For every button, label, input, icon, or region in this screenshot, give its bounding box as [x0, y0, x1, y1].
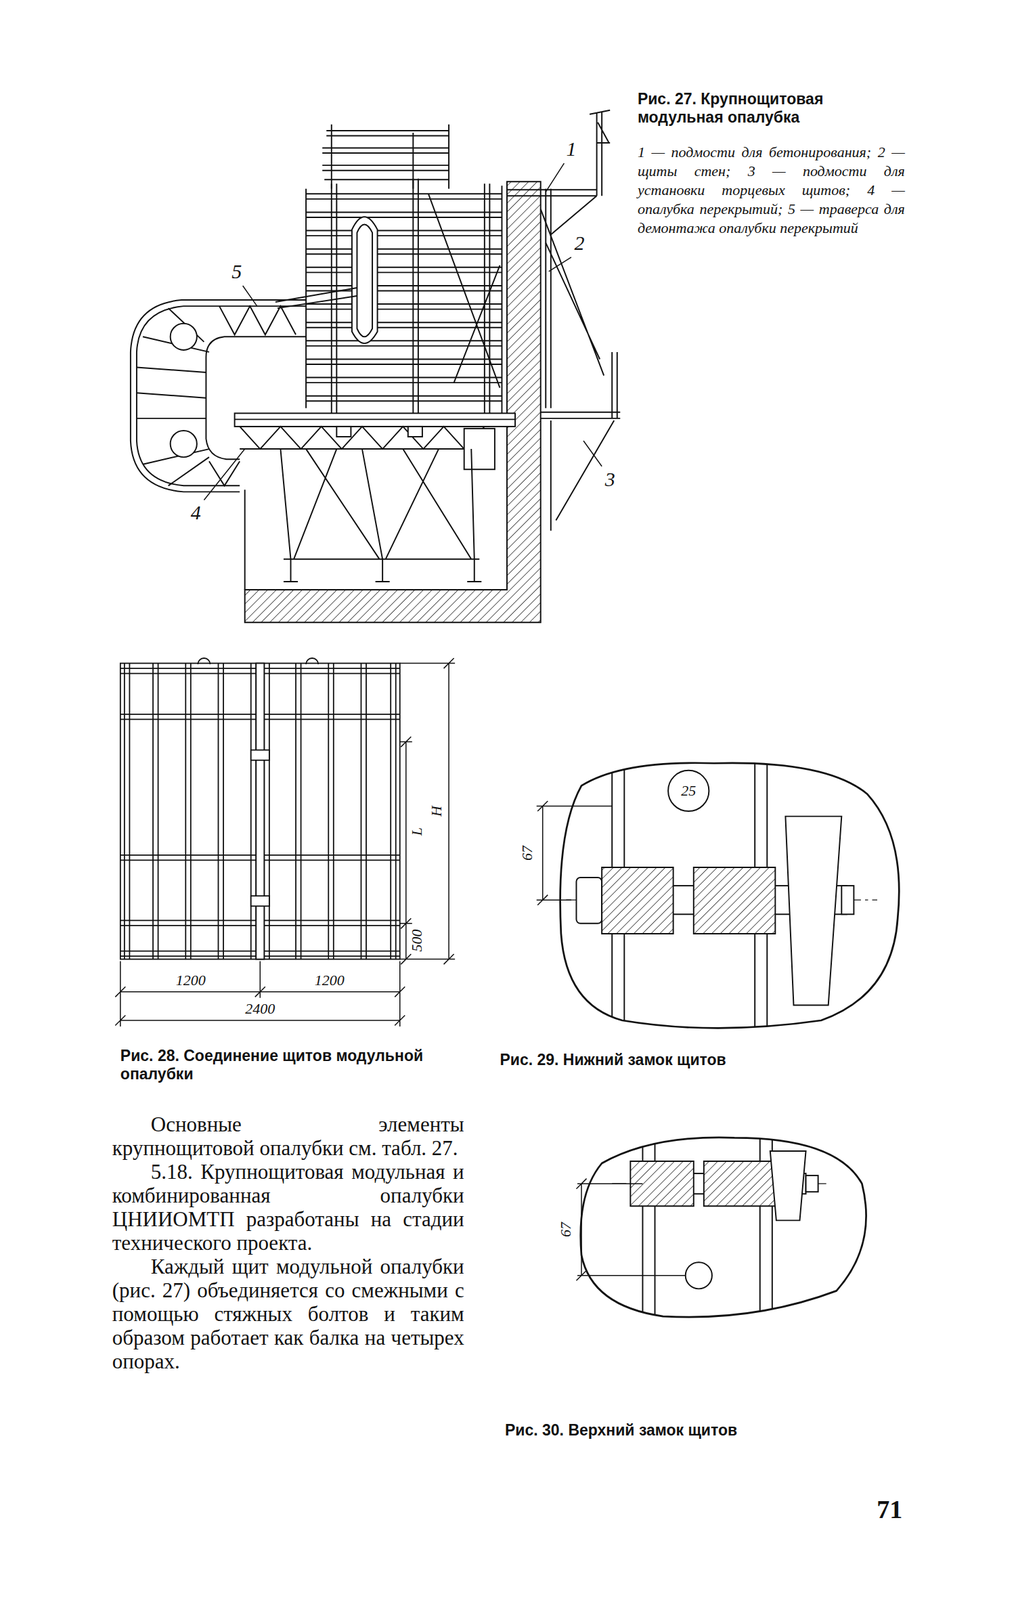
dimension-label: H — [427, 804, 446, 818]
figure-caption: Рис. 27. Крупнощитовая модульная опалубк… — [637, 90, 905, 127]
dimension-label: L — [408, 825, 426, 837]
body-paragraph: Каждый щит модульной опалубки (рис. 27) … — [112, 1254, 465, 1373]
dimension-label: 25 — [680, 781, 696, 800]
dimension-label: 67 — [557, 1220, 575, 1239]
page-number: 71 — [876, 1494, 903, 1526]
callout-number: 3 — [603, 467, 617, 492]
upper-lock-figure — [576, 1122, 866, 1327]
figure-caption: Рис. 28. Соединение щитов модульной опал… — [120, 1046, 473, 1084]
figure-caption: Рис. 30. Верхний замок щитов — [504, 1420, 852, 1440]
dimension-label: 1200 — [174, 971, 208, 989]
panel-connection-figure — [115, 657, 455, 1027]
body-text: Основные элементы крупнощитовой опалубки… — [112, 1112, 465, 1373]
dimension-label: 2400 — [243, 999, 277, 1018]
dimension-label: 1200 — [313, 971, 346, 989]
lower-lock-figure — [536, 754, 900, 1031]
dimension-label: 67 — [518, 844, 537, 862]
callout-number: 2 — [572, 230, 586, 256]
body-paragraph: 5.18. Крупнощитовая модульная и комбинир… — [112, 1159, 465, 1255]
callout-number: 1 — [564, 136, 578, 162]
figure-key: 1 — подмости для бетонирования; 2 — щиты… — [637, 142, 905, 238]
callout-number: 4 — [189, 500, 203, 525]
callout-number: 5 — [230, 259, 244, 284]
formwork-figure — [130, 110, 621, 623]
body-paragraph: Основные элементы крупнощитовой опалубки… — [112, 1112, 465, 1160]
figure-caption: Рис. 29. Нижний замок щитов — [499, 1050, 847, 1069]
dimension-label: 500 — [408, 928, 426, 954]
